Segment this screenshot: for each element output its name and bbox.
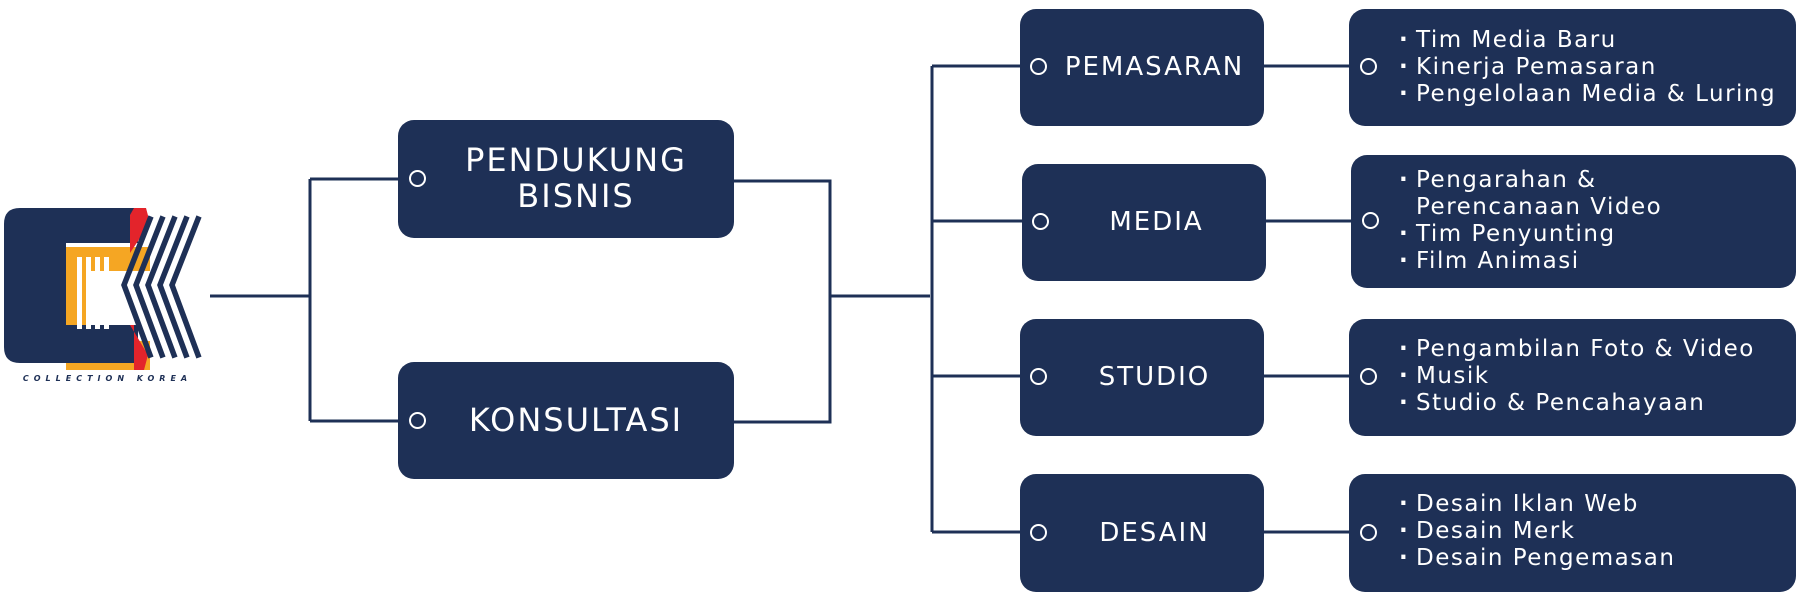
node-label: DESAIN	[1099, 518, 1210, 548]
circle-icon	[1360, 524, 1377, 541]
connector-logo-to-level1	[210, 177, 398, 423]
list-item: Pengarahan &	[1399, 167, 1662, 194]
list-item: Studio & Pencahayaan	[1399, 390, 1755, 417]
list-item: Film Animasi	[1399, 248, 1662, 275]
node-label: PEMASARAN	[1064, 52, 1245, 82]
node-konsultasi[interactable]: KONSULTASI	[398, 362, 734, 479]
detail-pemasaran[interactable]: Tim Media Baru Kinerja Pemasaran Pengelo…	[1349, 9, 1796, 126]
circle-icon	[1030, 524, 1047, 541]
logo-wordmark: COLLECTION KOREA	[22, 374, 193, 383]
detail-desain[interactable]: Desain Iklan Web Desain Merk Desain Peng…	[1349, 474, 1796, 592]
node-studio[interactable]: STUDIO	[1020, 319, 1264, 436]
list-item: Perencanaan Video	[1416, 194, 1663, 220]
detail-list: Pengambilan Foto & Video Musik Studio & …	[1399, 336, 1755, 417]
circle-icon	[1030, 58, 1047, 75]
detail-list: Desain Iklan Web Desain Merk Desain Peng…	[1399, 491, 1675, 572]
detail-list: Pengarahan & Perencanaan Video Tim Penyu…	[1399, 167, 1662, 275]
circle-icon	[1030, 368, 1047, 385]
node-label: STUDIO	[1098, 362, 1211, 392]
circle-icon	[409, 170, 426, 187]
node-label-line-1: PENDUKUNG	[465, 141, 687, 179]
list-item: Tim Media Baru	[1399, 27, 1776, 54]
list-item: Desain Pengemasan	[1399, 545, 1675, 572]
list-item: Desain Merk	[1399, 518, 1675, 545]
circle-icon	[409, 412, 426, 429]
node-media[interactable]: MEDIA	[1022, 164, 1266, 281]
list-item: Pengelolaan Media & Luring	[1399, 81, 1776, 108]
list-item: Musik	[1399, 363, 1755, 390]
detail-media[interactable]: Pengarahan & Perencanaan Video Tim Penyu…	[1351, 155, 1796, 288]
detail-studio[interactable]: Pengambilan Foto & Video Musik Studio & …	[1349, 319, 1796, 436]
circle-icon	[1032, 213, 1049, 230]
connector-hub-to-level2	[930, 64, 1022, 534]
node-label-line-2: BISNIS	[517, 177, 635, 215]
list-item: Tim Penyunting	[1399, 221, 1662, 248]
ck-logo-icon	[4, 208, 202, 370]
connector-level2-to-details	[1263, 64, 1351, 534]
list-item: Kinerja Pemasaran	[1399, 54, 1776, 81]
node-label: KONSULTASI	[468, 401, 684, 439]
node-pemasaran[interactable]: PEMASARAN	[1020, 9, 1264, 126]
list-item: Pengambilan Foto & Video	[1399, 336, 1755, 363]
circle-icon	[1360, 368, 1377, 385]
node-pendukung-bisnis[interactable]: PENDUKUNG BISNIS	[398, 120, 734, 238]
connector-level1-to-hub	[733, 179, 930, 424]
circle-icon	[1362, 212, 1379, 229]
node-label: MEDIA	[1109, 207, 1204, 237]
list-item: Desain Iklan Web	[1399, 491, 1675, 518]
circle-icon	[1360, 58, 1377, 75]
detail-list: Tim Media Baru Kinerja Pemasaran Pengelo…	[1399, 27, 1776, 108]
node-desain[interactable]: DESAIN	[1020, 474, 1264, 592]
